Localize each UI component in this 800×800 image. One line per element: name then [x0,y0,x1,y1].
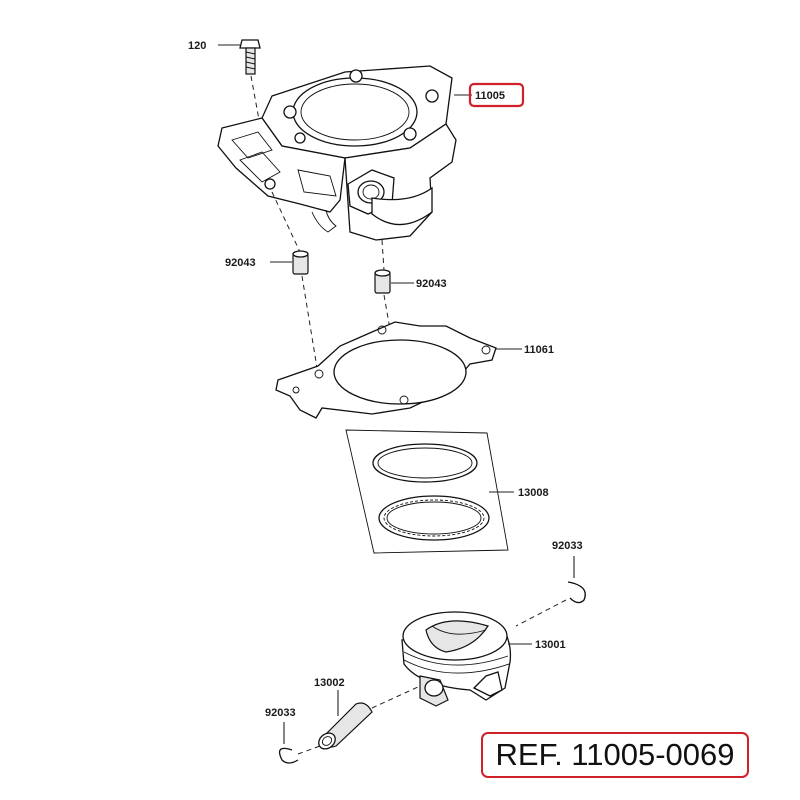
label-13001: 13001 [535,639,566,651]
piston-part [401,611,512,707]
label-92033-right: 92033 [552,540,583,552]
gasket-part [275,321,497,419]
dowel-left-part [292,250,309,275]
label-120: 120 [188,40,206,52]
label-11061: 11061 [524,344,554,356]
bolt-part [239,39,261,75]
label-13002: 13002 [314,677,345,689]
label-92033-left: 92033 [265,707,296,719]
label-11005: 11005 [475,90,505,102]
dowel-right-part [374,269,391,294]
clip-right-part [567,581,586,604]
reference-number-box: REF. 11005-0069 [481,732,749,778]
label-92043-right: 92043 [416,278,447,290]
cylinder-part [217,65,457,241]
highlight-box-11005 [468,82,525,108]
clip-left-part [278,747,299,764]
label-13008: 13008 [518,487,549,499]
ring-set-part [345,429,509,554]
label-92043-left: 92043 [225,257,256,269]
piston-pin-part [318,702,373,750]
